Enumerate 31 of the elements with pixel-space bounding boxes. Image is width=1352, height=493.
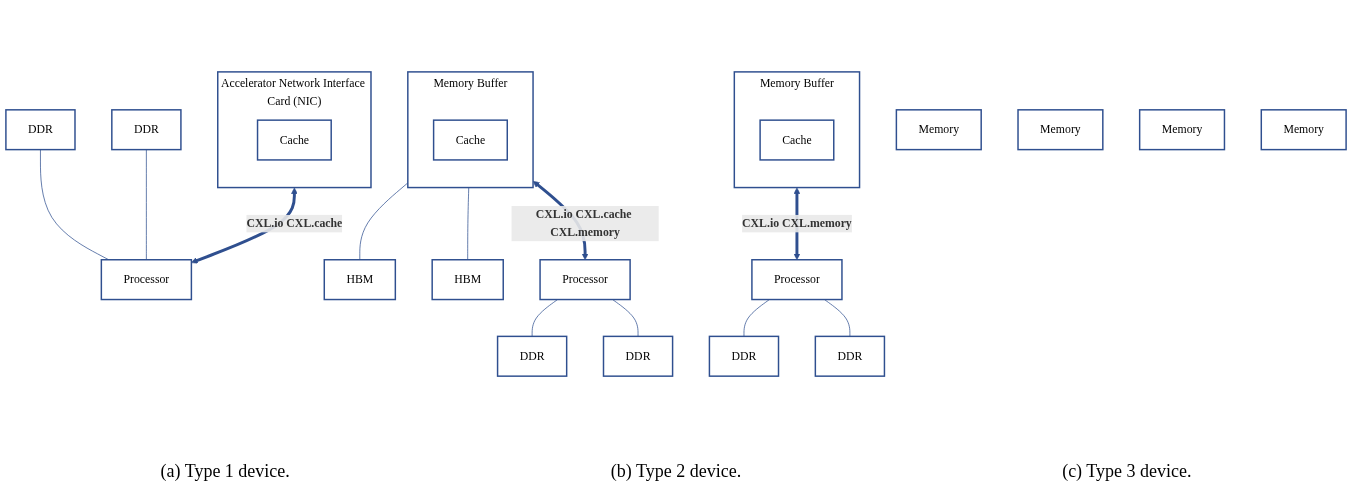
edge-label: CXL.io CXL.cache [246, 217, 343, 231]
node-box: Processor [100, 259, 193, 301]
node-box: Memory [1260, 109, 1347, 151]
connector [743, 299, 770, 338]
node-box: HBM [431, 259, 504, 301]
node-box: Memory [1017, 109, 1104, 151]
node-box: Cache [256, 119, 332, 162]
node-box: DDR [814, 336, 886, 378]
connector [824, 299, 851, 338]
caption: (b) Type 2 device. [610, 460, 742, 482]
connector [40, 149, 110, 261]
edge-label: CXL.io CXL.cache CXL.memory [535, 208, 632, 239]
node-box: DDR [602, 336, 674, 378]
node-box: Cache [759, 119, 835, 162]
node-box: Cache [432, 119, 508, 162]
node-box: Memory [1138, 109, 1226, 151]
edge-label: CXL.io CXL.memory [742, 217, 852, 231]
connector [531, 299, 558, 338]
node-box: DDR [496, 336, 568, 378]
node-box: Memory [895, 109, 982, 151]
node-box: HBM [323, 259, 397, 301]
caption: (c) Type 3 device. [1062, 460, 1192, 482]
connector [612, 299, 639, 338]
connector [146, 149, 147, 261]
node-box: DDR [111, 109, 182, 151]
node-box: DDR [5, 109, 76, 151]
node-box: Processor [751, 259, 843, 301]
node-box: DDR [708, 336, 780, 378]
caption: (a) Type 1 device. [160, 460, 290, 482]
connector [467, 187, 470, 261]
node-box: Processor [539, 259, 631, 301]
